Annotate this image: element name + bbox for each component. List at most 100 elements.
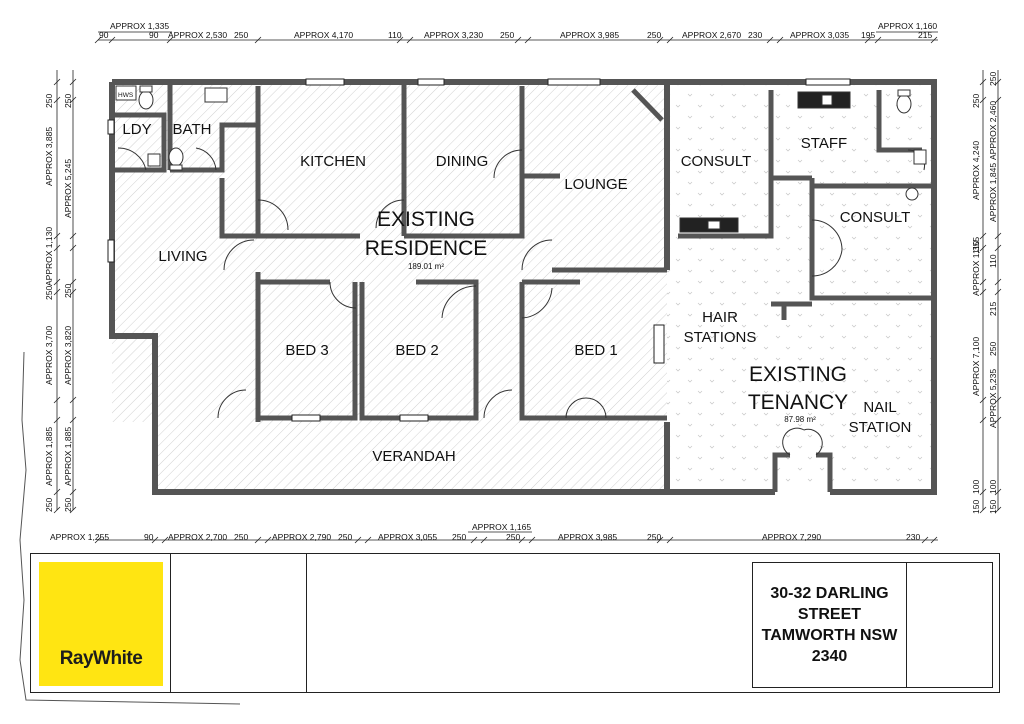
address-text: 30-32 DARLING STREET TAMWORTH NSW 2340 xyxy=(761,585,898,665)
dim-top-2: 90 xyxy=(149,30,159,40)
dim-bottom-5: APPROX 2,790 xyxy=(272,532,331,542)
dim-left-outer-4: APPROX 3,820 xyxy=(63,326,73,385)
dim-top-outer-2: APPROX 1,160 xyxy=(878,21,937,31)
dim-bottom-3: APPROX 2,700 xyxy=(168,532,227,542)
dim-right-inner-3: 110 xyxy=(971,240,981,254)
dimension-tick xyxy=(480,536,488,544)
exterior-walls xyxy=(109,79,937,495)
label-lounge: LOUNGE xyxy=(564,176,627,193)
bottom-dimensions: APPROX 1,165 APPROX 1,255 90 APPROX 2,70… xyxy=(50,522,920,542)
dim-left-inner-3: APPROX 1,130 xyxy=(44,227,54,286)
dimension-tick xyxy=(979,278,987,286)
dimension-tick xyxy=(53,244,61,252)
dim-right-outer-9: 100 xyxy=(988,480,998,494)
tenancy-title-1: EXISTING xyxy=(749,363,847,386)
dim-left-inner-6: APPROX 1,885 xyxy=(44,427,54,486)
dim-top-13: APPROX 3,035 xyxy=(790,30,849,40)
dimension-tick xyxy=(108,36,116,44)
dimension-tick xyxy=(994,506,1002,514)
dimension-tick xyxy=(69,278,77,286)
dim-top-8: 250 xyxy=(500,30,514,40)
dimension-tick xyxy=(69,396,77,404)
dimension-tick xyxy=(979,396,987,404)
address-side-box xyxy=(907,562,993,688)
dimension-tick xyxy=(406,36,414,44)
dim-bottom-8: 250 xyxy=(452,532,466,542)
dimension-tick xyxy=(864,36,872,44)
dimension-tick xyxy=(166,36,174,44)
dim-bottom-6: 250 xyxy=(338,532,352,542)
dim-top-9: APPROX 3,985 xyxy=(560,30,619,40)
dim-left-inner-7: 250 xyxy=(44,498,54,512)
dimension-tick xyxy=(53,416,61,424)
dim-right-inner-6: 150 xyxy=(971,500,981,514)
label-staff: STAFF xyxy=(801,135,847,152)
dimension-tick xyxy=(524,36,532,44)
left-dimensions: 250 APPROX 5,245 250 APPROX 3,820 APPROX… xyxy=(44,94,73,512)
dimension-tick xyxy=(994,278,1002,286)
dimension-tick xyxy=(396,36,404,44)
dimension-tick xyxy=(666,36,674,44)
dim-top-10: 250 xyxy=(647,30,661,40)
label-dining: DINING xyxy=(436,153,489,170)
dim-top-5: APPROX 4,170 xyxy=(294,30,353,40)
dimension-tick xyxy=(53,396,61,404)
dimension-tick xyxy=(528,536,536,544)
dim-right-outer-8: 150 xyxy=(988,500,998,514)
dim-top-7: APPROX 3,230 xyxy=(424,30,483,40)
dim-right-inner-1: 250 xyxy=(971,94,981,108)
dimension-tick xyxy=(930,536,938,544)
dimension-tick xyxy=(470,536,478,544)
right-dimensions: 250 APPROX 4,240 110 APPROX 1,355 APPROX… xyxy=(971,72,998,514)
dim-right-outer-6: 250 xyxy=(988,342,998,356)
dimension-tick xyxy=(53,278,61,286)
dim-bottom-outer-1: APPROX 1,165 xyxy=(472,522,531,532)
dimension-tick xyxy=(53,288,61,296)
dimension-tick xyxy=(994,232,1002,240)
title-block-logo-cell xyxy=(31,554,171,692)
residence-area: 189.01 m² xyxy=(408,262,444,271)
dimension-tick xyxy=(69,232,77,240)
hws-box xyxy=(115,85,137,101)
dimension-tick xyxy=(69,416,77,424)
dim-left-outer-6: 250 xyxy=(63,498,73,512)
label-hws: HWS xyxy=(118,92,134,99)
dimension-tick xyxy=(874,36,882,44)
dim-bottom-13: 230 xyxy=(906,532,920,542)
label-nail-1: NAIL xyxy=(863,399,896,416)
label-bed2: BED 2 xyxy=(395,342,438,359)
dimension-tick xyxy=(994,416,1002,424)
dimension-tick xyxy=(69,288,77,296)
title-block: RayWhite 30-32 DARLING STREET TAMWORTH N… xyxy=(30,553,1000,693)
fixtures xyxy=(115,85,927,233)
residence-floor xyxy=(112,82,667,422)
label-living: LIVING xyxy=(158,248,207,265)
dim-top-3: APPROX 2,530 xyxy=(168,30,227,40)
dim-right-inner-2: APPROX 4,240 xyxy=(971,141,981,200)
verandah-floor xyxy=(155,422,667,492)
dim-top-4: 250 xyxy=(234,30,248,40)
label-consult-1: CONSULT xyxy=(681,153,752,170)
tenancy-area: 87.98 m² xyxy=(784,415,816,424)
dimension-tick xyxy=(518,536,526,544)
dimension-tick xyxy=(979,416,987,424)
dim-top-11: APPROX 2,670 xyxy=(682,30,741,40)
dimension-tick xyxy=(994,396,1002,404)
dim-right-outer-4: 110 xyxy=(988,254,998,268)
dim-bottom-10: APPROX 3,985 xyxy=(558,532,617,542)
dim-bottom-11: 250 xyxy=(647,532,661,542)
dimension-tick xyxy=(69,78,77,86)
address-box: 30-32 DARLING STREET TAMWORTH NSW 2340 xyxy=(752,562,907,688)
dimension-tick xyxy=(979,488,987,496)
windows xyxy=(107,78,851,422)
dimension-tick xyxy=(979,96,987,104)
dim-right-outer-1: 250 xyxy=(988,72,998,86)
dimension-tick xyxy=(53,506,61,514)
dimension-tick xyxy=(979,288,987,296)
label-consult-2: CONSULT xyxy=(840,209,911,226)
label-hair-2: STATIONS xyxy=(684,329,757,346)
dim-bottom-2: 90 xyxy=(144,532,154,542)
dim-left-outer-1: 250 xyxy=(63,94,73,108)
dim-bottom-7: APPROX 3,055 xyxy=(378,532,437,542)
